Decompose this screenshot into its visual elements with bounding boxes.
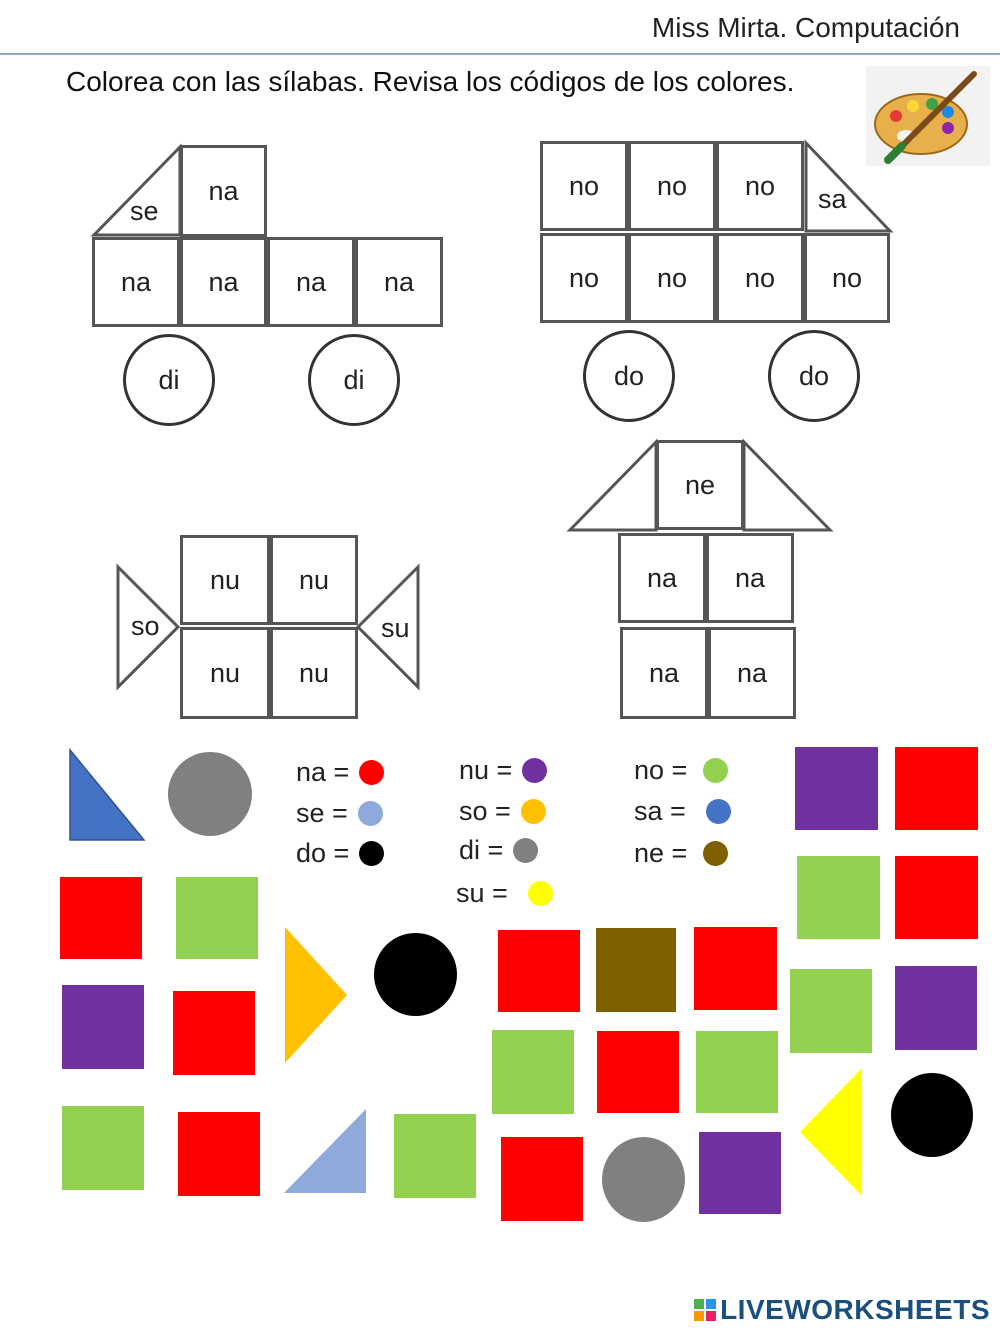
bus-bottom-3[interactable]: no [716, 233, 804, 323]
legend-di: di = [459, 835, 539, 866]
truck-cabin-top[interactable]: na [180, 145, 267, 237]
piece-black-circle-1[interactable] [374, 933, 457, 1016]
bus-bottom-1[interactable]: no [540, 233, 628, 323]
candy-right-triangle[interactable] [355, 563, 422, 691]
piece-purple-square-4[interactable] [699, 1132, 781, 1214]
legend-di-swatch [513, 838, 539, 863]
piece-red-square-6[interactable] [173, 991, 255, 1075]
piece-gray-circle-2[interactable] [602, 1137, 685, 1222]
author-header: Miss Mirta. Computación [651, 12, 960, 43]
candy-right-triangle-label: su [381, 613, 410, 643]
piece-green-square-7[interactable] [394, 1114, 476, 1198]
bus-front-triangle[interactable] [804, 139, 894, 233]
piece-lightblue-triangle[interactable] [282, 1107, 368, 1195]
piece-black-circle-2[interactable] [891, 1073, 973, 1157]
legend-no-swatch [703, 758, 729, 783]
legend-sa-swatch [705, 799, 731, 824]
piece-red-square-9[interactable] [501, 1137, 583, 1221]
instruction-text: Colorea con las sílabas. Revisa los códi… [66, 66, 795, 97]
piece-red-square-5[interactable] [694, 927, 777, 1010]
footer-brand: LIVEWORKSHEETS [720, 1294, 990, 1325]
house-bottom-2[interactable]: na [708, 627, 796, 719]
truck-cabin-triangle-label: se [130, 196, 159, 226]
piece-gray-circle-1[interactable] [168, 752, 252, 836]
liveworksheets-mark-icon [694, 1299, 717, 1321]
piece-green-square-1[interactable] [797, 856, 880, 939]
legend-se: se = [296, 798, 383, 829]
truck-body-1[interactable]: na [92, 237, 180, 327]
piece-red-square-8[interactable] [178, 1112, 260, 1196]
piece-yellow-triangle[interactable] [798, 1066, 864, 1198]
bus-top-3[interactable]: no [716, 141, 804, 231]
bus-top-1[interactable]: no [540, 141, 628, 231]
legend-no: no = [634, 755, 729, 786]
truck-body-4[interactable]: na [355, 237, 443, 327]
candy-left-triangle[interactable] [116, 563, 182, 691]
candy-bottom-1[interactable]: nu [180, 627, 270, 719]
house-bottom-1[interactable]: na [620, 627, 708, 719]
piece-green-square-4[interactable] [492, 1030, 574, 1114]
truck-wheel-2[interactable]: di [308, 334, 400, 426]
piece-red-square-7[interactable] [597, 1031, 679, 1113]
house-middle-1[interactable]: na [618, 533, 706, 623]
piece-blue-triangle[interactable] [68, 747, 146, 842]
legend-na: na = [296, 757, 385, 788]
bus-top-2[interactable]: no [628, 141, 716, 231]
legend-ne-swatch [703, 841, 729, 866]
piece-purple-square-3[interactable] [62, 985, 144, 1069]
legend-nu-swatch [522, 758, 548, 783]
legend-nu: nu = [459, 755, 548, 786]
house-roof-left-triangle[interactable] [566, 438, 660, 532]
piece-red-square-4[interactable] [498, 930, 580, 1012]
house-roof-right-triangle[interactable] [742, 438, 834, 532]
house-middle-2[interactable]: na [706, 533, 794, 623]
piece-green-square-3[interactable] [790, 969, 872, 1053]
truck-wheel-1[interactable]: di [123, 334, 215, 426]
liveworksheets-logo: LIVEWORKSHEETS [694, 1294, 990, 1326]
truck-body-3[interactable]: na [267, 237, 355, 327]
legend-su-swatch [527, 881, 553, 906]
bus-bottom-4[interactable]: no [804, 233, 890, 323]
candy-top-1[interactable]: nu [180, 535, 270, 625]
legend-ne: ne = [634, 838, 729, 869]
legend-na-swatch [359, 760, 385, 785]
candy-top-2[interactable]: nu [270, 535, 358, 625]
legend-so: so = [459, 796, 546, 827]
piece-red-square-2[interactable] [895, 856, 978, 939]
candy-left-triangle-label: so [131, 611, 160, 641]
piece-red-square-3[interactable] [60, 877, 142, 959]
bus-bottom-2[interactable]: no [628, 233, 716, 323]
bus-wheel-1[interactable]: do [583, 330, 675, 422]
bus-front-triangle-label: sa [818, 184, 847, 214]
piece-brown-square[interactable] [596, 928, 676, 1012]
legend-su: su = [456, 878, 553, 909]
header-divider [0, 53, 1000, 55]
paint-palette-icon [866, 66, 990, 166]
piece-green-square-5[interactable] [696, 1031, 778, 1113]
piece-orange-triangle[interactable] [283, 925, 349, 1065]
candy-bottom-2[interactable]: nu [270, 627, 358, 719]
piece-purple-square-2[interactable] [895, 966, 977, 1050]
piece-green-square-6[interactable] [62, 1106, 144, 1190]
piece-purple-square-1[interactable] [795, 747, 878, 830]
legend-do-swatch [359, 841, 385, 866]
piece-red-square-1[interactable] [895, 747, 978, 830]
truck-body-2[interactable]: na [180, 237, 267, 327]
legend-se-swatch [357, 801, 383, 826]
bus-wheel-2[interactable]: do [768, 330, 860, 422]
legend-so-swatch [520, 799, 546, 824]
house-roof-center[interactable]: ne [656, 440, 744, 530]
piece-green-square-2[interactable] [176, 877, 258, 959]
legend-do: do = [296, 838, 385, 869]
legend-sa: sa = [634, 796, 731, 827]
